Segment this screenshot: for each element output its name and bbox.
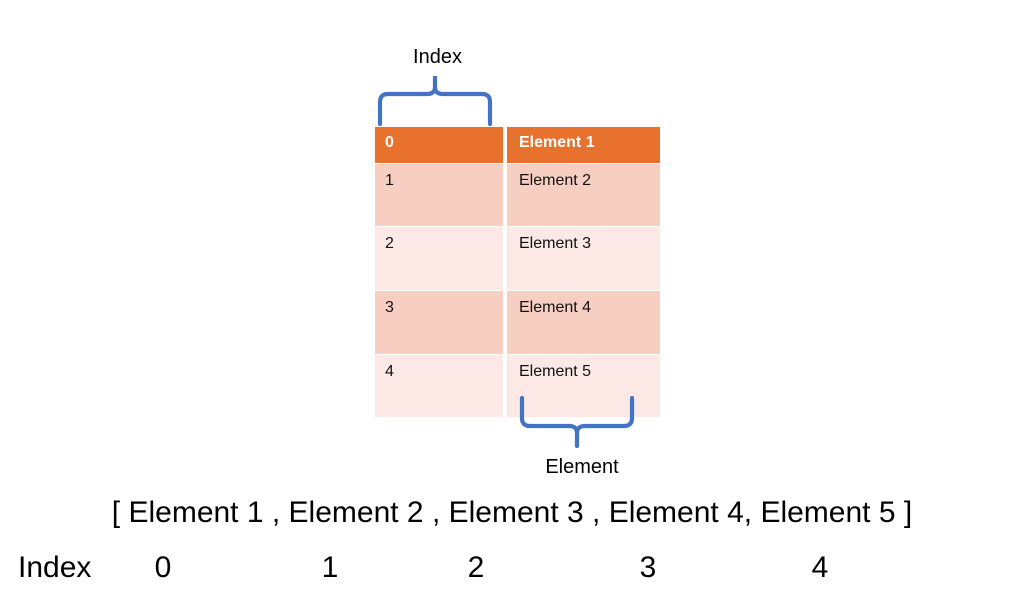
table-cell-index: 3 [375,291,503,354]
element-brace-icon [512,395,652,449]
table-header-row: 0 Element 1 [375,127,660,163]
table-cell-value: Element 2 [507,164,660,226]
table-row: 1 Element 2 [375,164,660,226]
column-divider [503,127,507,163]
bottom-index-caption: Index [18,551,92,584]
bottom-index-value: 2 [467,551,485,584]
index-brace-icon [370,73,510,127]
bottom-index-value: 0 [154,551,172,584]
column-divider [503,355,507,417]
column-divider [503,227,507,290]
table-row: 2 Element 3 [375,227,660,290]
column-divider [503,164,507,226]
element-annotation-label: Element [545,456,619,478]
table-header-value-cell: Element 1 [507,127,660,163]
table-cell-index: 2 [375,227,503,290]
table-cell-value: Element 5 [507,355,660,417]
table-cell-index: 4 [375,355,503,417]
bottom-index-row: Index 0 1 2 3 4 [0,547,1024,595]
array-literal-text: [ Element 1 , Element 2 , Element 3 , El… [111,496,913,529]
index-annotation-label: Index [413,46,462,68]
table-header-index-cell: 0 [375,127,503,163]
bottom-index-value: 3 [639,551,657,584]
column-divider [503,291,507,354]
table-row: 4 Element 5 [375,355,660,417]
bottom-index-value: 4 [811,551,829,584]
table-cell-value: Element 3 [507,227,660,290]
table-row: 3 Element 4 [375,291,660,354]
array-table: 0 Element 1 1 Element 2 2 Element 3 3 El… [375,127,660,417]
table-cell-index: 1 [375,164,503,226]
table-cell-value: Element 4 [507,291,660,354]
bottom-index-value: 1 [321,551,339,584]
